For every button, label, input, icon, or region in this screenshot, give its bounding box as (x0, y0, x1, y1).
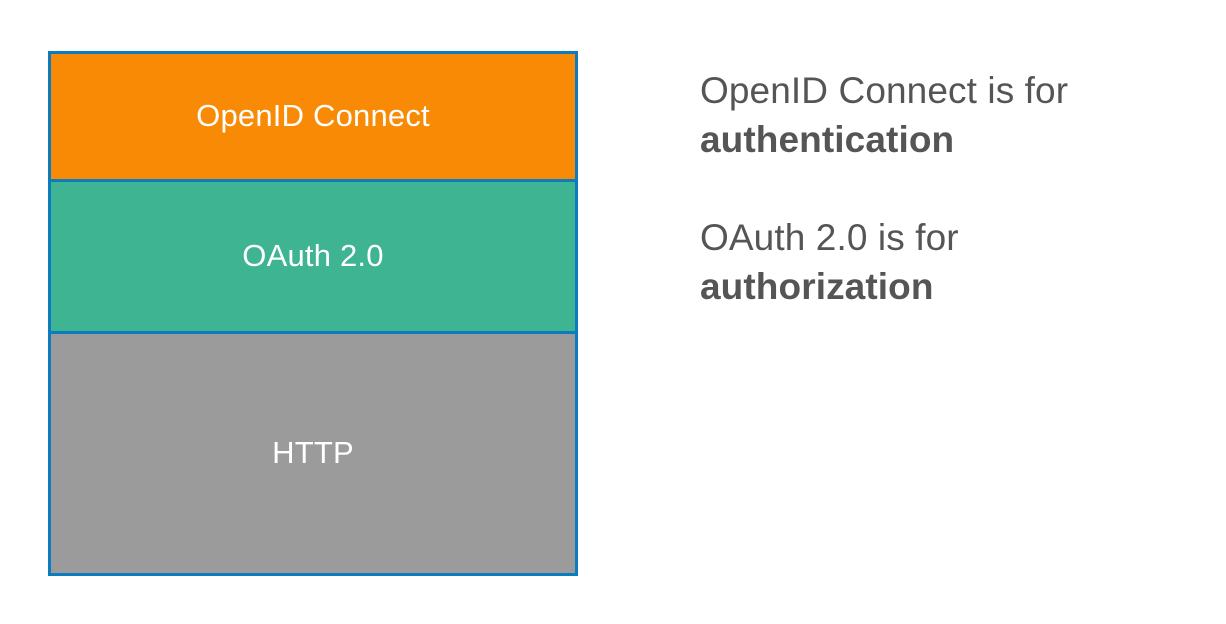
annotation-openid-connect-purpose: OpenID Connect is for authentication (700, 66, 1200, 164)
annotation-oauth-purpose: OAuth 2.0 is for authorization (700, 213, 1200, 311)
layer-oauth-2-0-label: OAuth 2.0 (242, 238, 384, 273)
annotation-openid-connect-term: authentication (700, 119, 955, 160)
protocol-layer-stack: OpenID Connect OAuth 2.0 HTTP (48, 51, 578, 576)
annotation-oauth-term: authorization (700, 266, 934, 307)
layer-http: HTTP (51, 331, 575, 573)
annotation-oauth-lead: OAuth 2.0 is for (700, 217, 959, 258)
annotation-list: OpenID Connect is for authentication OAu… (700, 66, 1200, 311)
layer-oauth-2-0: OAuth 2.0 (51, 179, 575, 331)
annotation-openid-connect-lead: OpenID Connect is for (700, 70, 1069, 111)
layer-http-label: HTTP (272, 435, 354, 470)
layer-openid-connect-label: OpenID Connect (196, 98, 430, 133)
layer-openid-connect: OpenID Connect (51, 54, 575, 179)
